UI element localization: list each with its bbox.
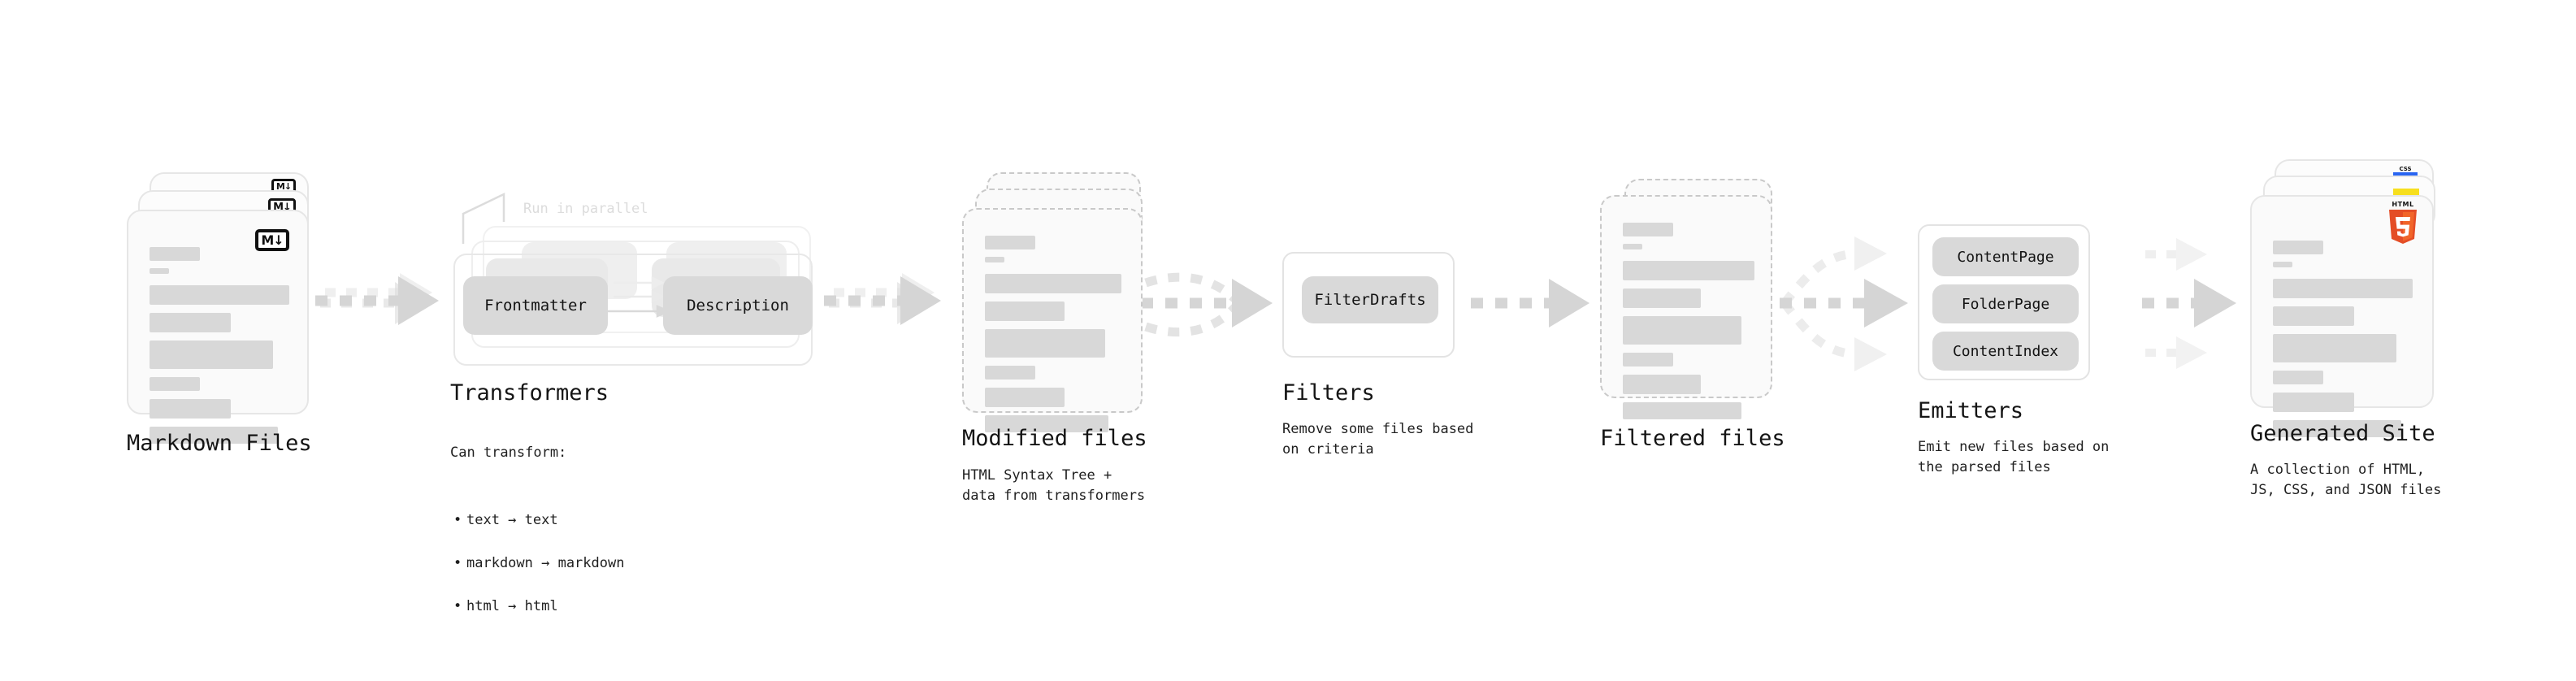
markdown-icon: M↓	[255, 229, 289, 251]
stage-title-filtered-files: Filtered files	[1600, 426, 1785, 451]
filtered-card-stack	[1600, 179, 1795, 419]
transformer-node-description-label: Description	[687, 297, 789, 314]
modified-card-stack	[962, 172, 1157, 432]
filtered-placeholder-lines	[1623, 223, 1754, 427]
transformers-bullet-2: markdown → markdown	[453, 553, 791, 575]
emitter-node-folderpage-label: FolderPage	[1961, 295, 2050, 313]
markdown-card-front: M↓	[127, 210, 309, 444]
filters-card: FilterDrafts	[1282, 252, 1455, 358]
stage-filters: FilterDrafts Filters Remove some files b…	[1276, 0, 1585, 681]
stage-filtered-files: Filtered files	[1589, 0, 1914, 681]
stage-markdown-files: M↓ M↓ M↓	[0, 0, 325, 681]
emitters-card: ContentPage FolderPage ContentIndex	[1918, 224, 2090, 380]
modified-placeholder-lines	[985, 236, 1121, 440]
stage-desc-transformers: Can transform: text → text markdown → ma…	[450, 421, 791, 660]
stage-transformers: Run in parallel	[439, 0, 861, 681]
html5-icon: HTML	[2387, 201, 2419, 245]
stage-title-filters: Filters	[1282, 380, 1375, 406]
transformers-desc-lead: Can transform:	[450, 445, 567, 462]
modified-card-front	[962, 208, 1143, 432]
connector-md-to-transformers	[315, 273, 439, 325]
transformer-node-frontmatter[interactable]: Frontmatter	[463, 276, 608, 335]
generated-placeholder-lines	[2273, 241, 2413, 445]
filter-node-filterdrafts[interactable]: FilterDrafts	[1302, 276, 1438, 323]
generated-card-front: HTML	[2250, 195, 2434, 437]
stage-title-generated-site: Generated Site	[2250, 421, 2435, 446]
html5-shield-glyph	[2389, 210, 2417, 244]
filter-node-filterdrafts-label: FilterDrafts	[1314, 291, 1426, 309]
transformer-inner-arrows	[605, 275, 672, 318]
emitter-node-contentpage-label: ContentPage	[1957, 248, 2054, 266]
stage-title-emitters: Emitters	[1918, 398, 2024, 423]
emitter-node-contentpage[interactable]: ContentPage	[1932, 237, 2079, 276]
stage-generated-site: CSS HTML	[2239, 0, 2576, 681]
stage-desc-emitters: Emit new files based on the parsed files	[1918, 439, 2110, 475]
stage-modified-files: Modified files HTML Syntax Tree + data f…	[951, 0, 1292, 681]
stage-desc-modified-files: HTML Syntax Tree + data from transformer…	[962, 467, 1146, 504]
transformers-bullet-list: text → text markdown → markdown html → h…	[450, 488, 791, 638]
emitter-node-contentindex-label: ContentIndex	[1952, 342, 2059, 360]
stage-emitters: ContentPage FolderPage ContentIndex Emit…	[1910, 0, 2235, 681]
markdown-card-stack: M↓ M↓ M↓	[127, 172, 314, 444]
transformers-bullet-3: html → html	[453, 596, 791, 618]
stage-title-modified-files: Modified files	[962, 426, 1147, 451]
stage-desc-generated-site: A collection of HTML, JS, CSS, and JSON …	[2250, 462, 2442, 498]
transformers-bullet-1: text → text	[453, 510, 791, 531]
transformer-node-description[interactable]: Description	[663, 276, 813, 335]
markdown-placeholder-lines	[150, 247, 289, 451]
stage-title-markdown-files: Markdown Files	[127, 431, 312, 456]
generated-card-stack: CSS HTML	[2250, 159, 2453, 437]
emitter-node-folderpage[interactable]: FolderPage	[1932, 284, 2079, 323]
stage-title-transformers: Transformers	[450, 380, 609, 406]
run-in-parallel-label: Run in parallel	[523, 201, 648, 217]
emitter-node-contentindex[interactable]: ContentIndex	[1932, 332, 2079, 371]
stage-desc-filters: Remove some files based on criteria	[1282, 421, 1474, 458]
transformer-node-frontmatter-label: Frontmatter	[484, 297, 587, 314]
transformers-group: Run in parallel	[439, 0, 861, 423]
filtered-card-front	[1600, 195, 1772, 419]
